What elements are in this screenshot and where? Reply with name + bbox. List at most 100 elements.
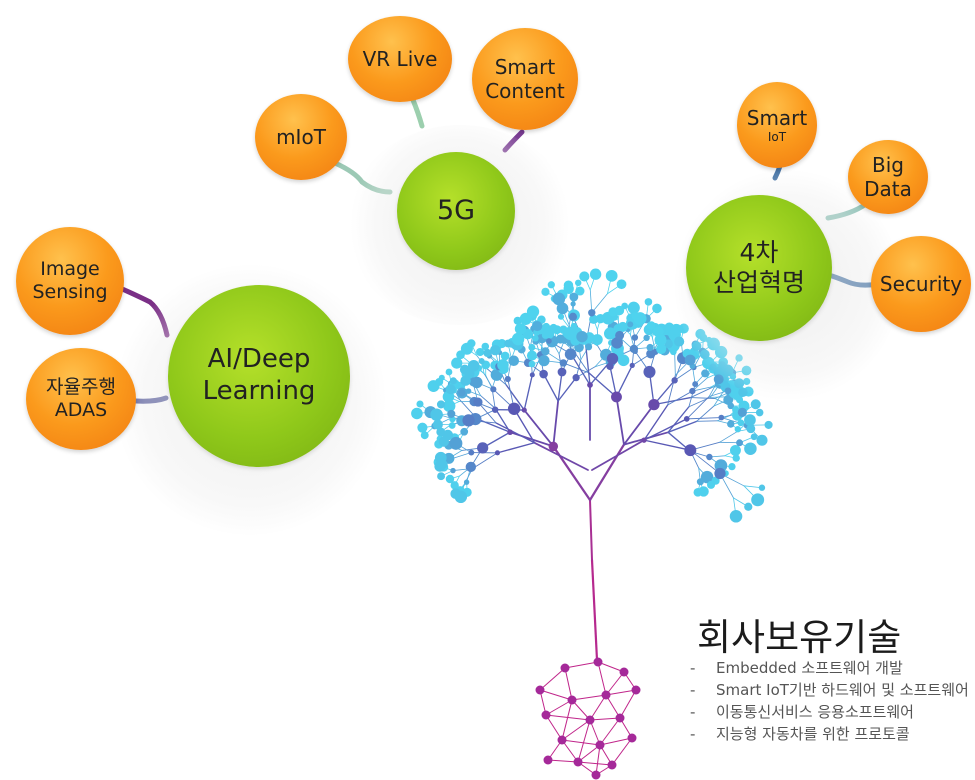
root-link [577, 761, 613, 766]
tree-node-dot [714, 467, 726, 480]
hub-ai-deep-learning: AI/Deep Learning [168, 285, 350, 467]
root-network [535, 657, 641, 780]
tree-node-dot [528, 343, 536, 351]
tree-branch [615, 364, 633, 398]
node-miot-label: mIoT [276, 125, 326, 149]
tree-node-dot [700, 470, 714, 484]
tree-node-dot [589, 268, 602, 280]
root-link [561, 699, 573, 741]
tree-branch [667, 420, 698, 433]
tree-node-dot [546, 338, 552, 344]
root-link [564, 667, 573, 701]
tree-node-dot [641, 437, 647, 443]
section-title: 회사보유기술 [697, 616, 902, 659]
node-smart-iot-sub: IoT [767, 129, 787, 144]
tree-node-dot [718, 414, 725, 421]
tree-node-dot [707, 480, 716, 489]
root-link [597, 661, 607, 696]
root-link [561, 739, 579, 763]
tree-node-dot [450, 488, 462, 500]
tree-node-dot [701, 369, 710, 378]
node-smart-iot: Smart IoT [737, 82, 817, 168]
tree-node-dot [513, 316, 522, 325]
tree-node-dot [460, 427, 469, 436]
connector-line [410, 97, 425, 129]
tree-node-dot [497, 359, 509, 371]
tree-node-dot [652, 303, 662, 314]
tree-node-dot [696, 478, 704, 486]
tree-branch [719, 430, 739, 443]
tree-node-dot [603, 327, 617, 340]
tree-node-dot [674, 336, 685, 347]
tree-node-dot [438, 374, 445, 381]
root-node-dot [607, 760, 617, 770]
tree-node-dot [559, 359, 568, 367]
tree-node-dot [605, 269, 618, 282]
tree-node-dot [445, 368, 453, 376]
root-link [561, 719, 591, 741]
tree-branch [453, 452, 472, 459]
tree-branch [591, 293, 608, 314]
tree-node-dot [436, 400, 446, 409]
root-link [605, 689, 637, 696]
tree-trunk [590, 558, 599, 662]
tree-node-dot [579, 271, 590, 282]
tree-node-dot [611, 391, 622, 403]
root-node-dot [627, 733, 637, 743]
tree-branch [686, 396, 710, 420]
tree-branch [477, 401, 497, 424]
tree-node-dot [538, 355, 550, 367]
tree-node-dot [570, 322, 578, 330]
tree-node-dot [473, 397, 483, 407]
hub-5g-label: 5G [436, 194, 476, 226]
tree-node-dot [654, 334, 667, 346]
tree-node-dot [528, 360, 536, 368]
tree-node-dot [606, 352, 619, 365]
tree-node-dot [589, 314, 599, 324]
tree-node-dot [646, 321, 656, 330]
node-big-data: Big Data [848, 140, 928, 214]
tree-node-dot [447, 409, 456, 418]
tree-node-dot [437, 472, 446, 481]
tree-node-dot [587, 382, 593, 388]
tree-branch [690, 385, 717, 398]
tree-node-dot [627, 321, 634, 328]
bullet-dash: - [690, 725, 696, 743]
tree-branch [696, 420, 718, 422]
tech-list-item-text: 지능형 자동차를 위한 프로토콜 [716, 725, 910, 743]
tree-branch [623, 403, 655, 446]
tree-node-dot [684, 444, 697, 457]
root-link [589, 694, 607, 721]
tree-node-dot [514, 323, 527, 335]
tree-node-dot [468, 449, 475, 456]
tree-node-dot [570, 301, 576, 307]
node-security: Security [871, 236, 971, 332]
tree-node-dot [751, 493, 765, 507]
tree-node-dot [463, 479, 470, 485]
root-link [619, 689, 637, 719]
node-miot: mIoT [255, 94, 347, 180]
tree-node-dot [539, 369, 548, 379]
tree-branch [570, 353, 591, 386]
tech-list: -Embedded 소프트웨어 개발 -Smart IoT기반 하드웨어 및 소… [690, 657, 969, 745]
tree-node-dot [511, 332, 525, 346]
tree-branch [505, 384, 525, 411]
tree-node-dot [449, 436, 463, 450]
node-smart-content: Smart Content [472, 28, 578, 130]
tree-branch [653, 396, 692, 406]
tree-node-dot [549, 323, 558, 332]
tree-branch [643, 404, 669, 441]
tree-node-dot [617, 354, 630, 367]
tree-branch [585, 343, 591, 386]
tree-node-dot [732, 454, 740, 462]
tree-node-dot [445, 474, 455, 484]
root-node-dot [541, 710, 551, 720]
tree-node-dot [508, 355, 520, 367]
root-link [545, 714, 591, 721]
tree-node-dot [614, 305, 625, 316]
tree-branch [533, 441, 589, 471]
tree-node-dot [478, 358, 485, 365]
root-node-dot [585, 715, 595, 725]
tree-node-dot [555, 334, 565, 344]
tree-node-dot [684, 354, 696, 366]
